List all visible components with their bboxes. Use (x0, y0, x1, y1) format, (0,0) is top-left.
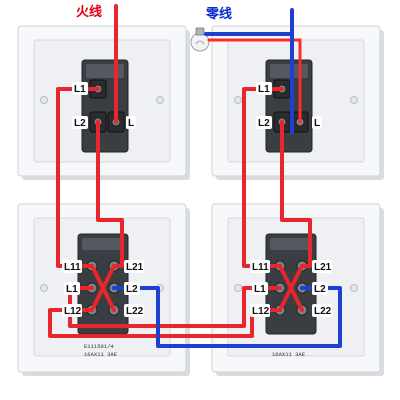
label-l1: L1 (66, 284, 78, 295)
switch-plate-top-left (17, 25, 190, 180)
label-l21: L21 (126, 262, 144, 273)
switch-plate-bottom-right: E111501/4 16AX11 3AE (211, 203, 384, 376)
screw-hole (234, 96, 242, 104)
wire-tl-l2-to-bl-l21 (96, 120, 124, 268)
labels-top-right: L1 L2 L (256, 82, 322, 129)
label-l11: L11 (252, 262, 269, 273)
label-l11: L11 (64, 262, 81, 273)
wire-bl-l2-to-br-l2 (112, 286, 342, 348)
neutral-wire-title: 零线 (205, 6, 232, 22)
labels-top-left: L1 L2 L (72, 82, 136, 129)
label-l1: L1 (74, 84, 86, 95)
label-l1: L1 (254, 284, 266, 295)
labels-bottom-right: L11 L21 L1 L2 L12 L22 (250, 260, 332, 317)
label-l22: L22 (126, 306, 144, 317)
wire-tr-l-to-bulb (207, 38, 302, 124)
screw-hole (156, 96, 164, 104)
light-bulb-icon (190, 27, 210, 52)
screw-hole (234, 284, 242, 292)
model-line-1: E111501/4 (84, 343, 114, 350)
label-l2: L2 (314, 284, 326, 295)
model-line-2: 16AX11 3AE (272, 351, 306, 358)
label-l: L (128, 118, 134, 129)
labels-bottom-left: L11 L21 L1 L2 L12 L22 (62, 260, 144, 317)
live-wire-title: 火线 (76, 4, 102, 20)
label-l2: L2 (258, 118, 270, 129)
wire-br-l21-to-tr-l2 (280, 120, 312, 268)
label-l12: L12 (252, 306, 270, 317)
label-l2: L2 (126, 284, 138, 295)
screw-hole (350, 96, 358, 104)
label-l22: L22 (314, 306, 332, 317)
model-line-2: 16AX11 3AE (84, 351, 118, 358)
screw-hole (350, 284, 358, 292)
screw-hole (40, 96, 48, 104)
label-l2: L2 (74, 118, 86, 129)
bl-cross-b (90, 264, 116, 312)
label-l21: L21 (314, 262, 332, 273)
label-l: L (314, 118, 320, 129)
screw-hole (40, 284, 48, 292)
label-l1: L1 (258, 84, 270, 95)
label-l12: L12 (64, 306, 82, 317)
switch-plate-top-right (211, 25, 384, 180)
br-cross-b (278, 264, 304, 312)
